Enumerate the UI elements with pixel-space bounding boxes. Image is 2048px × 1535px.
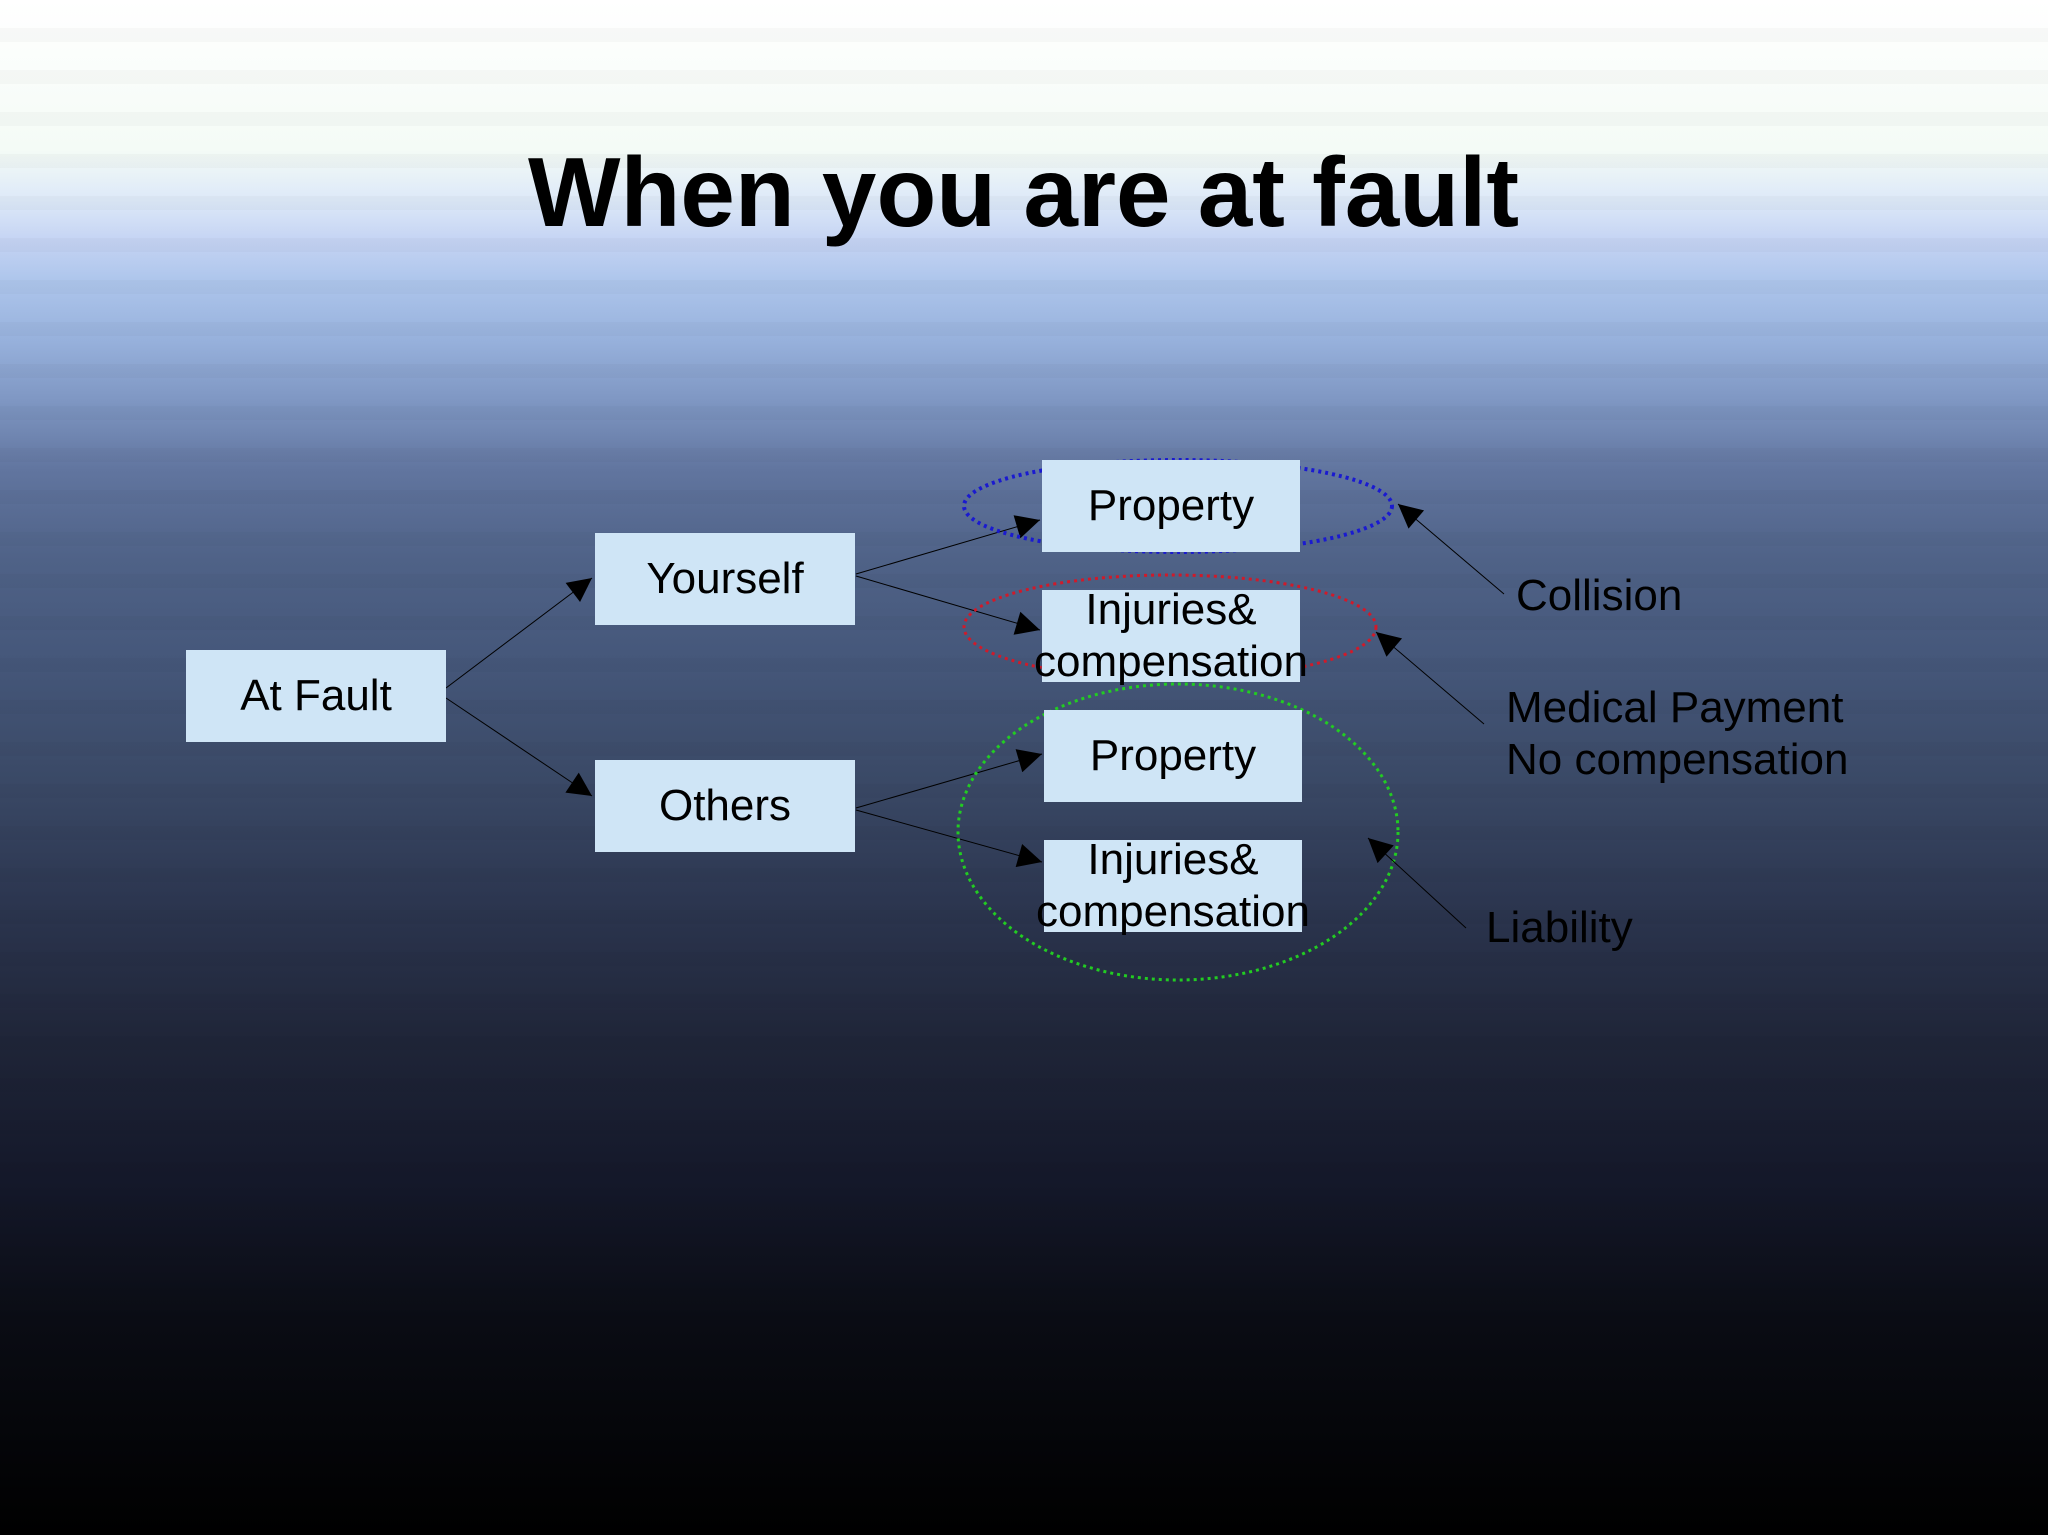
liability-ring: [956, 682, 1400, 982]
edge-root-others: [445, 697, 593, 797]
edge-root-yourself: [445, 577, 593, 689]
edge-others-injuries: [855, 809, 1043, 868]
node-others-injuries: Injuries& compensation: [1036, 835, 1310, 936]
node-others: Others: [595, 760, 855, 852]
label-medical-payment: Medical Payment No compensation: [1506, 683, 1849, 784]
edge-others-property: [855, 749, 1043, 809]
pointer-liability: [1367, 837, 1467, 929]
label-liability: Liability: [1486, 903, 1633, 952]
pointer-medical: [1375, 631, 1485, 725]
pointer-collision: [1397, 503, 1505, 595]
node-yourself: Yourself: [595, 533, 855, 625]
edge-yourself-injuries: [855, 575, 1041, 635]
node-yourself-injuries: Injuries& compensation: [1034, 585, 1308, 686]
edge-yourself-property: [855, 515, 1041, 575]
node-yourself-property: Property: [1042, 460, 1300, 552]
collision-ring: [962, 458, 1394, 554]
slide-title: When you are at fault: [527, 137, 1519, 247]
node-at-fault: At Fault: [186, 650, 446, 742]
medical-ring: [962, 573, 1378, 681]
label-collision: Collision: [1516, 571, 1683, 620]
node-others-property: Property: [1044, 710, 1302, 802]
